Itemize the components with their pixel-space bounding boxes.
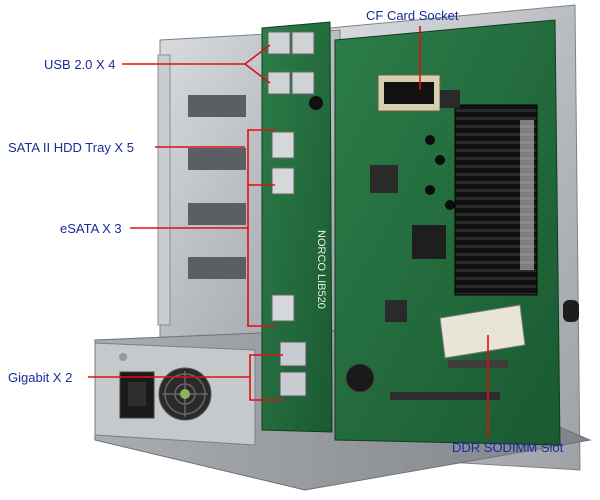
chip (412, 225, 446, 259)
callout-sata-tray-label: SATA II HDD Tray X 5 (8, 140, 134, 155)
usb-port (267, 71, 291, 95)
esata-port (271, 294, 295, 322)
ddr-sodimm-slot (439, 304, 526, 359)
usb-port (267, 31, 291, 55)
callout-lines (88, 26, 489, 438)
callout-ddr-slot-label: DDR SODIMM Slot (452, 440, 564, 455)
callout-line-esata (130, 129, 275, 229)
esata-port (271, 131, 295, 159)
usb-port (291, 71, 315, 95)
callout-cf-socket-label: CF Card Socket (366, 8, 459, 23)
callout-line-esata (247, 228, 275, 327)
callout-line-gigabit (249, 377, 283, 401)
callout-usb-label: USB 2.0 X 4 (44, 57, 116, 72)
callout-line-usb (244, 63, 271, 84)
io-riser-board: NORCO LIB520 (261, 21, 333, 433)
chip (440, 90, 460, 108)
chip (370, 165, 398, 193)
callout-esata-label: eSATA X 3 (60, 221, 122, 236)
motherboard (334, 19, 561, 446)
callout-line-gigabit (88, 354, 283, 378)
callout-gigabit-label: Gigabit X 2 (8, 370, 73, 385)
callout-line-usb (122, 44, 271, 65)
ethernet-port (279, 371, 307, 397)
esata-port (271, 167, 295, 195)
board-model-text: NORCO LIB520 (315, 230, 327, 309)
power-supply (94, 342, 256, 446)
ethernet-port (279, 341, 307, 367)
usb-port (291, 31, 315, 55)
chip (385, 300, 407, 322)
